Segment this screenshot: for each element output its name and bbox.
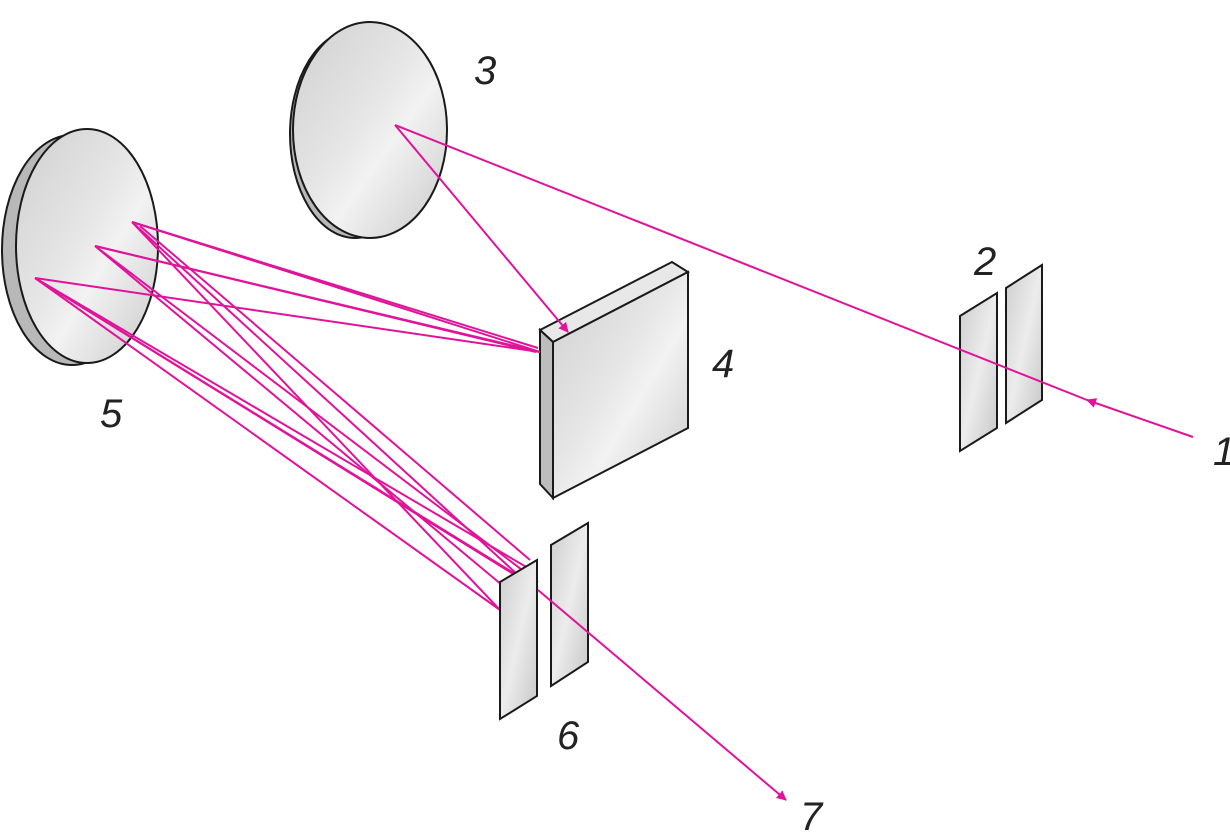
exit-slit bbox=[499, 521, 589, 721]
focusing-mirror bbox=[1, 128, 159, 366]
grating-front-face bbox=[552, 270, 689, 500]
collimated-beam bbox=[394, 124, 569, 333]
incident-beam-continued bbox=[394, 124, 1088, 401]
dispersed-beam bbox=[94, 245, 537, 353]
dispersed-beam bbox=[34, 277, 541, 353]
focused-beam bbox=[34, 277, 529, 569]
exit-beam-line bbox=[537, 589, 787, 801]
focused-beam bbox=[131, 221, 501, 611]
focused-beam bbox=[131, 221, 519, 576]
exit-slit-left-plate bbox=[499, 558, 538, 721]
focused-beam bbox=[94, 245, 503, 586]
label-1: 1 bbox=[1213, 430, 1230, 474]
label-7: 7 bbox=[800, 795, 824, 832]
focused-beam bbox=[34, 277, 501, 611]
label-2: 2 bbox=[973, 240, 996, 284]
mirror-5-face bbox=[15, 128, 159, 364]
label-5: 5 bbox=[100, 392, 123, 436]
focused-beam bbox=[94, 245, 539, 583]
entrance-slit bbox=[959, 263, 1043, 453]
diffraction-grating bbox=[538, 260, 691, 501]
mirror-3-face bbox=[292, 21, 448, 239]
incident-beam bbox=[1086, 398, 1194, 438]
entrance-slit-right-plate bbox=[1005, 263, 1043, 425]
light-beams bbox=[34, 124, 1194, 611]
dispersed-beam bbox=[131, 221, 539, 349]
focused-beam bbox=[139, 225, 531, 561]
exit-beam bbox=[537, 589, 787, 801]
label-6: 6 bbox=[557, 714, 580, 758]
focused-beam bbox=[34, 277, 539, 589]
exit-slit-right-plate bbox=[550, 521, 589, 688]
grating-side-face bbox=[539, 327, 554, 501]
label-4: 4 bbox=[712, 342, 734, 386]
label-3: 3 bbox=[474, 49, 496, 93]
entrance-slit-left-plate bbox=[959, 291, 998, 453]
collimating-mirror bbox=[289, 21, 448, 239]
